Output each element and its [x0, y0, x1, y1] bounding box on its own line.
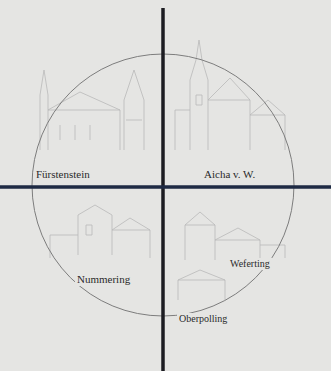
- vertical-divider: [161, 8, 165, 371]
- place-label: Fürstenstein: [34, 168, 92, 181]
- place-label: Aicha v. W.: [202, 168, 257, 181]
- place-label: Weferting: [228, 258, 272, 270]
- horizontal-divider: [0, 185, 331, 189]
- place-label: Nummering: [75, 273, 132, 286]
- place-label: Oberpolling: [177, 313, 229, 325]
